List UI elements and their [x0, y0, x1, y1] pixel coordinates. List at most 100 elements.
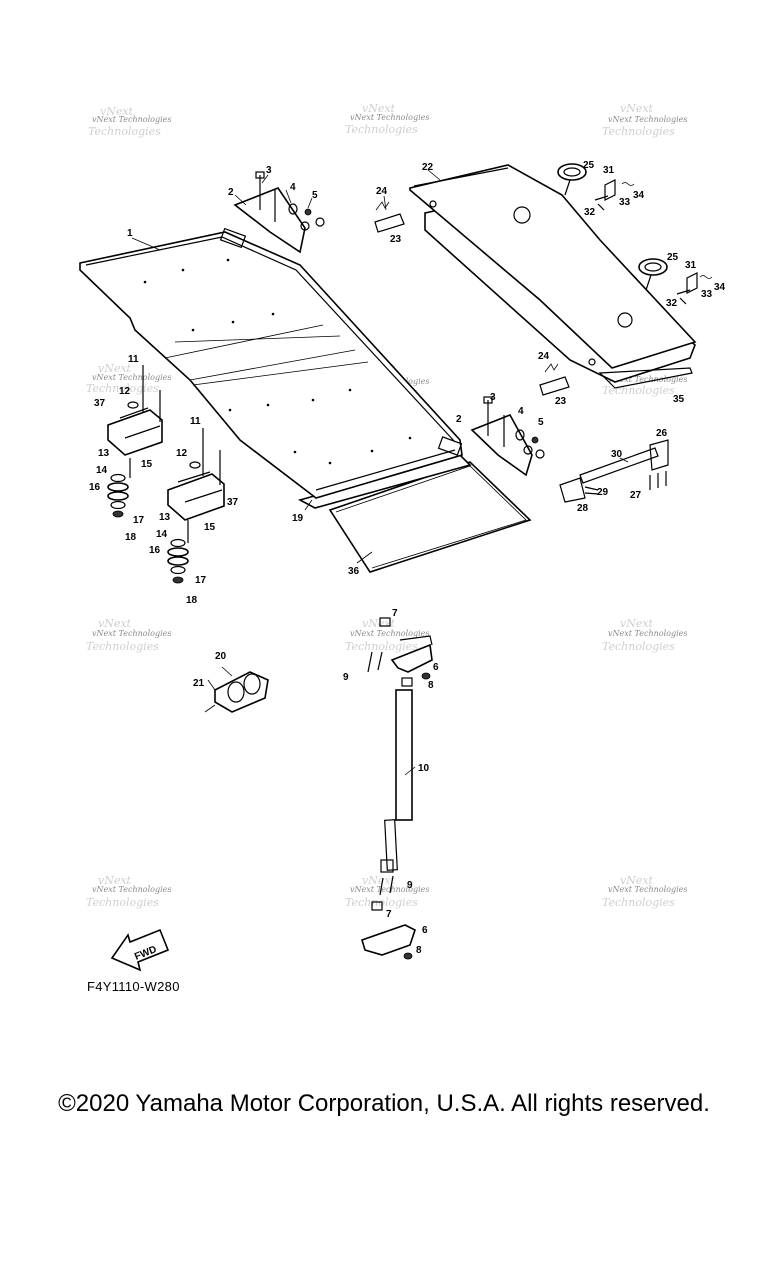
- callout-16: 16: [149, 545, 161, 556]
- callout-15: 15: [141, 459, 153, 470]
- callout-9: 9: [407, 880, 413, 891]
- part-2-hinge: [470, 396, 545, 477]
- svg-text:vNext: vNext: [98, 362, 132, 375]
- leader-lines: [131, 169, 629, 776]
- callout-4: 4: [290, 182, 296, 193]
- callout-8: 8: [416, 945, 422, 956]
- part-25-knob: [557, 163, 587, 196]
- svg-text:vNext Technologies: vNext Technologies: [92, 373, 171, 382]
- callout-2: 2: [228, 187, 234, 198]
- callout-1: 1: [127, 228, 133, 239]
- callout-labels: 1 2 2 3 3 4 4 5 5 6 6 7 7 8 8 9 9 10 11 …: [89, 160, 726, 956]
- svg-text:vNext: vNext: [98, 874, 132, 887]
- callout-8: 8: [428, 680, 434, 691]
- callout-32: 32: [584, 207, 596, 218]
- callout-33: 33: [619, 197, 631, 208]
- callout-31: 31: [603, 165, 615, 176]
- part-35-seal: [598, 367, 693, 389]
- callout-17: 17: [195, 575, 207, 586]
- callout-21: 21: [193, 678, 205, 689]
- svg-text:vNext: vNext: [100, 105, 134, 118]
- part-6-bracket: [367, 617, 433, 680]
- part-1-bed-panel: [79, 227, 463, 499]
- part-23-plate: [374, 201, 405, 233]
- part-20-clamp: [204, 671, 269, 713]
- callout-7: 7: [386, 909, 392, 920]
- svg-text:Technologies: Technologies: [345, 640, 418, 653]
- svg-text:Technologies: Technologies: [88, 125, 161, 138]
- callout-36: 36: [348, 566, 360, 577]
- callout-11: 11: [128, 354, 139, 365]
- callout-37: 37: [227, 497, 239, 508]
- svg-text:Technologies: Technologies: [345, 123, 418, 136]
- svg-text:Technologies: Technologies: [86, 382, 159, 395]
- callout-34: 34: [714, 282, 726, 293]
- svg-text:Technologies: Technologies: [602, 125, 675, 138]
- callout-12: 12: [119, 386, 131, 397]
- callout-4: 4: [518, 406, 524, 417]
- svg-text:vNext Technologies: vNext Technologies: [350, 629, 429, 638]
- svg-text:vNext: vNext: [362, 617, 396, 630]
- svg-text:vNext Technologies: vNext Technologies: [608, 885, 687, 894]
- part-31-latch: [594, 179, 635, 211]
- callout-15: 15: [204, 522, 216, 533]
- callout-10: 10: [418, 763, 430, 774]
- part-37-mount-block: [167, 428, 225, 521]
- svg-text:vNext: vNext: [98, 617, 132, 630]
- callout-3: 3: [266, 165, 272, 176]
- callout-27: 27: [630, 490, 642, 501]
- callout-33: 33: [701, 289, 713, 300]
- svg-text:vNext: vNext: [362, 874, 396, 887]
- svg-text:vNext Technologies: vNext Technologies: [92, 115, 171, 124]
- callout-18: 18: [125, 532, 137, 543]
- svg-text:vNext Technologies: vNext Technologies: [608, 115, 687, 124]
- callout-25: 25: [583, 160, 595, 171]
- callout-9: 9: [343, 672, 349, 683]
- fwd-arrow-icon: FWD: [110, 928, 170, 972]
- callout-11: 11: [190, 416, 201, 427]
- svg-text:Technologies: Technologies: [86, 896, 159, 909]
- callout-32: 32: [666, 298, 678, 309]
- svg-text:vNext Technologies: vNext Technologies: [350, 113, 429, 122]
- part-16-rubber-stack: [167, 520, 189, 584]
- callout-17: 17: [133, 515, 145, 526]
- part-25-knob: [638, 258, 668, 291]
- callout-22: 22: [422, 162, 434, 173]
- svg-text:vNext Technologies: vNext Technologies: [92, 629, 171, 638]
- part-30-rod: [559, 439, 669, 503]
- svg-text:vNext: vNext: [620, 874, 654, 887]
- callout-5: 5: [312, 190, 318, 201]
- callout-35: 35: [673, 394, 685, 405]
- part-31-latch: [676, 272, 713, 305]
- svg-text:Technologies: Technologies: [602, 896, 675, 909]
- part-37-mount-block: [107, 365, 163, 456]
- callout-6: 6: [433, 662, 439, 673]
- part-16-rubber-stack: [107, 458, 131, 518]
- svg-text:vNext: vNext: [620, 102, 654, 115]
- callout-7: 7: [392, 608, 398, 619]
- callout-23: 23: [390, 234, 402, 245]
- callout-34: 34: [633, 190, 645, 201]
- svg-text:Technologies: Technologies: [602, 640, 675, 653]
- callout-6: 6: [422, 925, 428, 936]
- callout-13: 13: [159, 512, 171, 523]
- callout-2: 2: [456, 414, 462, 425]
- svg-text:Technologies: Technologies: [86, 640, 159, 653]
- callout-30: 30: [611, 449, 623, 460]
- callout-13: 13: [98, 448, 110, 459]
- callout-28: 28: [577, 503, 589, 514]
- callout-14: 14: [96, 465, 108, 476]
- callout-31: 31: [685, 260, 697, 271]
- callout-37: 37: [94, 398, 106, 409]
- svg-text:vNext: vNext: [362, 102, 396, 115]
- callout-18: 18: [186, 595, 198, 606]
